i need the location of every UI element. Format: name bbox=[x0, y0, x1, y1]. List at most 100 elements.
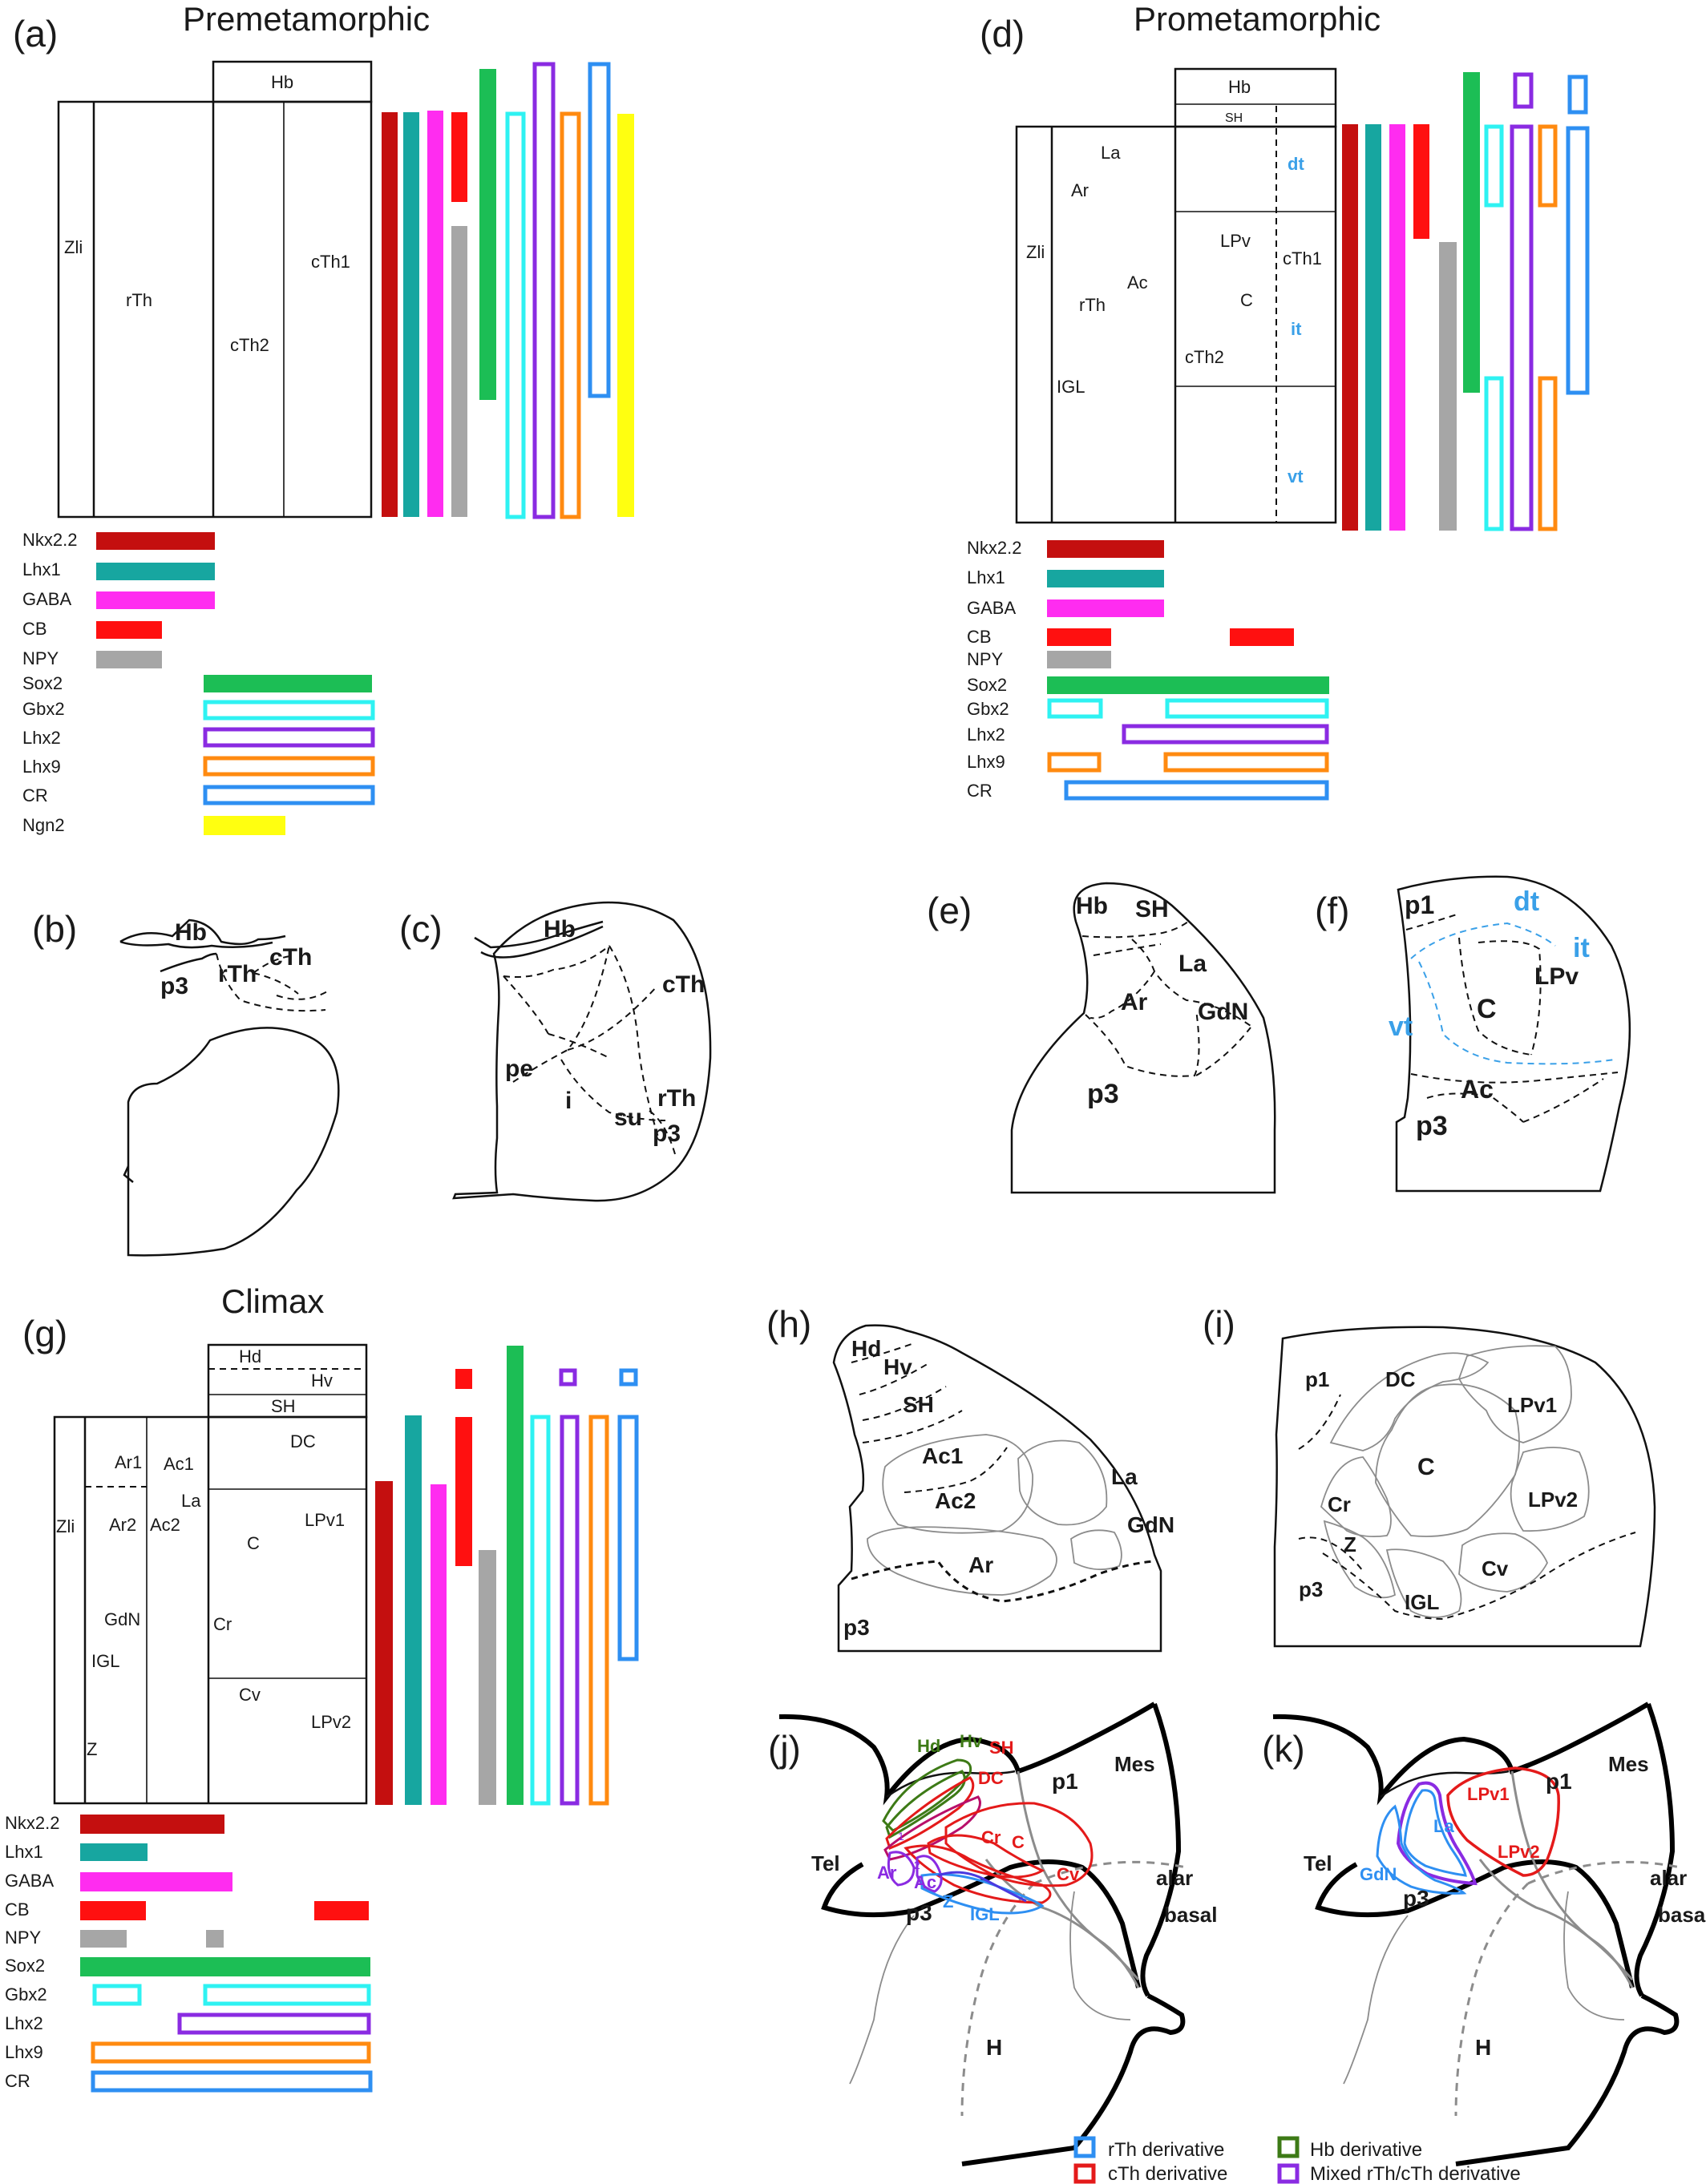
panel-j-outer-bottom bbox=[961, 1993, 1186, 2166]
panel-k-inner-left bbox=[1343, 1915, 1409, 2085]
panel-k-h: H bbox=[1475, 2035, 1491, 2060]
panel-h-dash-sh bbox=[862, 1386, 947, 1421]
panel-c-letter: (c) bbox=[399, 908, 443, 950]
panel-g-bar-cb bbox=[455, 1417, 472, 1566]
panel-a-row-cb bbox=[96, 621, 162, 639]
panel-d-bar-sox2 bbox=[1463, 72, 1480, 393]
panel-a-row-nkx22 bbox=[96, 532, 215, 550]
panel-i-c: C bbox=[1417, 1454, 1435, 1480]
panel-c-p3: p3 bbox=[653, 1120, 681, 1147]
panel-e-letter: (e) bbox=[927, 890, 972, 931]
panel-a-bar-lhx1 bbox=[403, 112, 419, 517]
panel-i-dc: DC bbox=[1385, 1367, 1416, 1391]
panel-h-letter: (h) bbox=[766, 1303, 811, 1345]
panel-f-p1: p1 bbox=[1405, 890, 1434, 919]
panel-k-gdn-nucleus bbox=[1376, 1804, 1467, 1895]
panel-g-marker-cb: CB bbox=[5, 1899, 30, 1920]
panel-d-cth1: cTh1 bbox=[1283, 248, 1322, 268]
panel-g-ar1: Ar1 bbox=[115, 1452, 142, 1472]
panel-d-row-lhx1 bbox=[1047, 570, 1164, 587]
panel-h-hv: Hv bbox=[883, 1354, 912, 1379]
panel-j-sh-nucleus bbox=[885, 1776, 975, 1850]
panel-g-marker-gbx2: Gbx2 bbox=[5, 1984, 47, 2004]
legend-rth-swatch bbox=[1073, 2136, 1096, 2158]
panel-g: (g) Climax Hd Hv SH Zli Ar1 Ac1 La Ar2 A… bbox=[5, 1282, 639, 2093]
panel-h-la-outline bbox=[1017, 1439, 1108, 1526]
panel-a-zli: Zli bbox=[64, 237, 83, 257]
panel-a-title: Premetamorphic bbox=[183, 0, 430, 38]
panel-h-ar: Ar bbox=[968, 1552, 993, 1577]
panel-d-bar-lhx1 bbox=[1365, 124, 1381, 531]
panel-j-h: H bbox=[986, 2035, 1002, 2060]
panel-c-dash-6 bbox=[560, 1059, 666, 1121]
panel-d-bar-npy bbox=[1439, 242, 1457, 531]
panel-b-hb-bottom bbox=[119, 940, 273, 949]
panel-d-letter: (d) bbox=[980, 13, 1025, 54]
panel-g-sh: SH bbox=[271, 1396, 296, 1416]
panel-c-hb: Hb bbox=[544, 916, 576, 943]
panel-f-dt: dt bbox=[1514, 886, 1539, 917]
panel-k-letter: (k) bbox=[1262, 1728, 1305, 1770]
panel-k-outer-right bbox=[1634, 1702, 1676, 1997]
panel-b-dash-4 bbox=[276, 990, 329, 1000]
panel-a-marker-nkx22: Nkx2.2 bbox=[22, 530, 77, 550]
panel-k-h-dash bbox=[1454, 1882, 1530, 2117]
panel-e-dash-5 bbox=[1085, 1009, 1200, 1077]
panel-k-roof bbox=[1380, 1770, 1510, 1798]
panel-i-igl: IGL bbox=[1405, 1590, 1439, 1614]
panel-d-marker-sox2: Sox2 bbox=[967, 675, 1007, 695]
panel-e-dash-6 bbox=[1195, 1027, 1251, 1076]
panel-j-ac: Ac bbox=[914, 1872, 936, 1892]
panel-a-marker-lhx9: Lhx9 bbox=[22, 757, 61, 777]
panel-a-marker-cr: CR bbox=[22, 785, 48, 805]
panel-k-alar-line bbox=[1478, 1859, 1634, 1980]
panel-i-cr: Cr bbox=[1328, 1492, 1351, 1516]
panel-k-outer-top bbox=[1272, 1702, 1650, 1806]
panel-j-cv-nucleus bbox=[904, 1844, 1052, 1904]
panel-k-la-nucleus-outer bbox=[1396, 1781, 1478, 1886]
panel-j-alar-basal-dash bbox=[1033, 1860, 1187, 1885]
panel-j-outer-right bbox=[1140, 1702, 1182, 1997]
panel-a-marker-sox2: Sox2 bbox=[22, 673, 63, 693]
panel-d-c: C bbox=[1240, 290, 1253, 310]
panel-a: (a) Premetamorphic Hb Zli rTh cTh2 cTh1 … bbox=[13, 0, 634, 835]
panel-j-ar-nucleus bbox=[887, 1851, 916, 1887]
panel-h: (h) Hd Hv SH Ac1 Ac2 La GdN Ar p3 bbox=[766, 1303, 1174, 1653]
panel-i: (i) p1 DC LPv1 C Cr LPv2 Z Cv p3 IGL bbox=[1203, 1303, 1656, 1648]
panel-b-cth: cTh bbox=[269, 944, 312, 971]
panel-j-cr: Cr bbox=[981, 1827, 1001, 1847]
panel-f-dash-ac3 bbox=[1522, 1078, 1604, 1123]
panel-k-alar: alar bbox=[1650, 1866, 1687, 1890]
panel-c-hb-edge-2 bbox=[480, 925, 604, 959]
panel-g-row-npy-a bbox=[80, 1930, 127, 1948]
panel-k: (k) p1 Mes Tel LPv1 La LPv2 GdN p3 alar … bbox=[1262, 1702, 1706, 2166]
panel-k-inner-right bbox=[1563, 1891, 1625, 2021]
panel-g-hv: Hv bbox=[311, 1371, 333, 1391]
panel-g-row-cb-a bbox=[80, 1901, 146, 1920]
panel-e: (e) Hb SH La Ar GdN p3 bbox=[927, 882, 1276, 1194]
panel-f: (f) p1 dt it LPv C vt Ac p3 bbox=[1315, 875, 1631, 1193]
panel-f-dash-ac2 bbox=[1426, 1092, 1524, 1123]
panel-g-box bbox=[53, 1415, 368, 1805]
panel-d-title: Prometamorphic bbox=[1134, 0, 1381, 38]
panel-g-row-lhx9 bbox=[91, 2041, 371, 2064]
panel-j-hd-nucleus bbox=[882, 1758, 972, 1832]
panel-c-dash-5 bbox=[512, 945, 610, 1083]
panel-a-bar-ngn2 bbox=[617, 114, 634, 517]
panel-f-it: it bbox=[1573, 933, 1590, 963]
panel-d-ar: Ar bbox=[1071, 180, 1089, 200]
panel-k-gdn: GdN bbox=[1360, 1864, 1397, 1884]
panel-e-gdn: GdN bbox=[1198, 999, 1248, 1025]
panel-g-marker-lhx1: Lhx1 bbox=[5, 1842, 43, 1862]
panel-k-tel: Tel bbox=[1304, 1851, 1332, 1875]
panel-d-it: it bbox=[1291, 319, 1302, 339]
panel-i-dash-2 bbox=[1322, 1532, 1636, 1621]
panel-d-igl: IGL bbox=[1057, 377, 1085, 397]
panel-a-marker-gbx2: Gbx2 bbox=[22, 699, 65, 719]
panel-i-letter: (i) bbox=[1203, 1303, 1235, 1345]
panel-d-row-lhx2 bbox=[1122, 724, 1329, 745]
panel-b-outline bbox=[127, 1027, 340, 1257]
panel-b-dash-2 bbox=[253, 972, 299, 995]
panel-k-p1-border bbox=[1510, 1770, 1634, 1988]
panel-g-marker-lhx9: Lhx9 bbox=[5, 2042, 43, 2062]
